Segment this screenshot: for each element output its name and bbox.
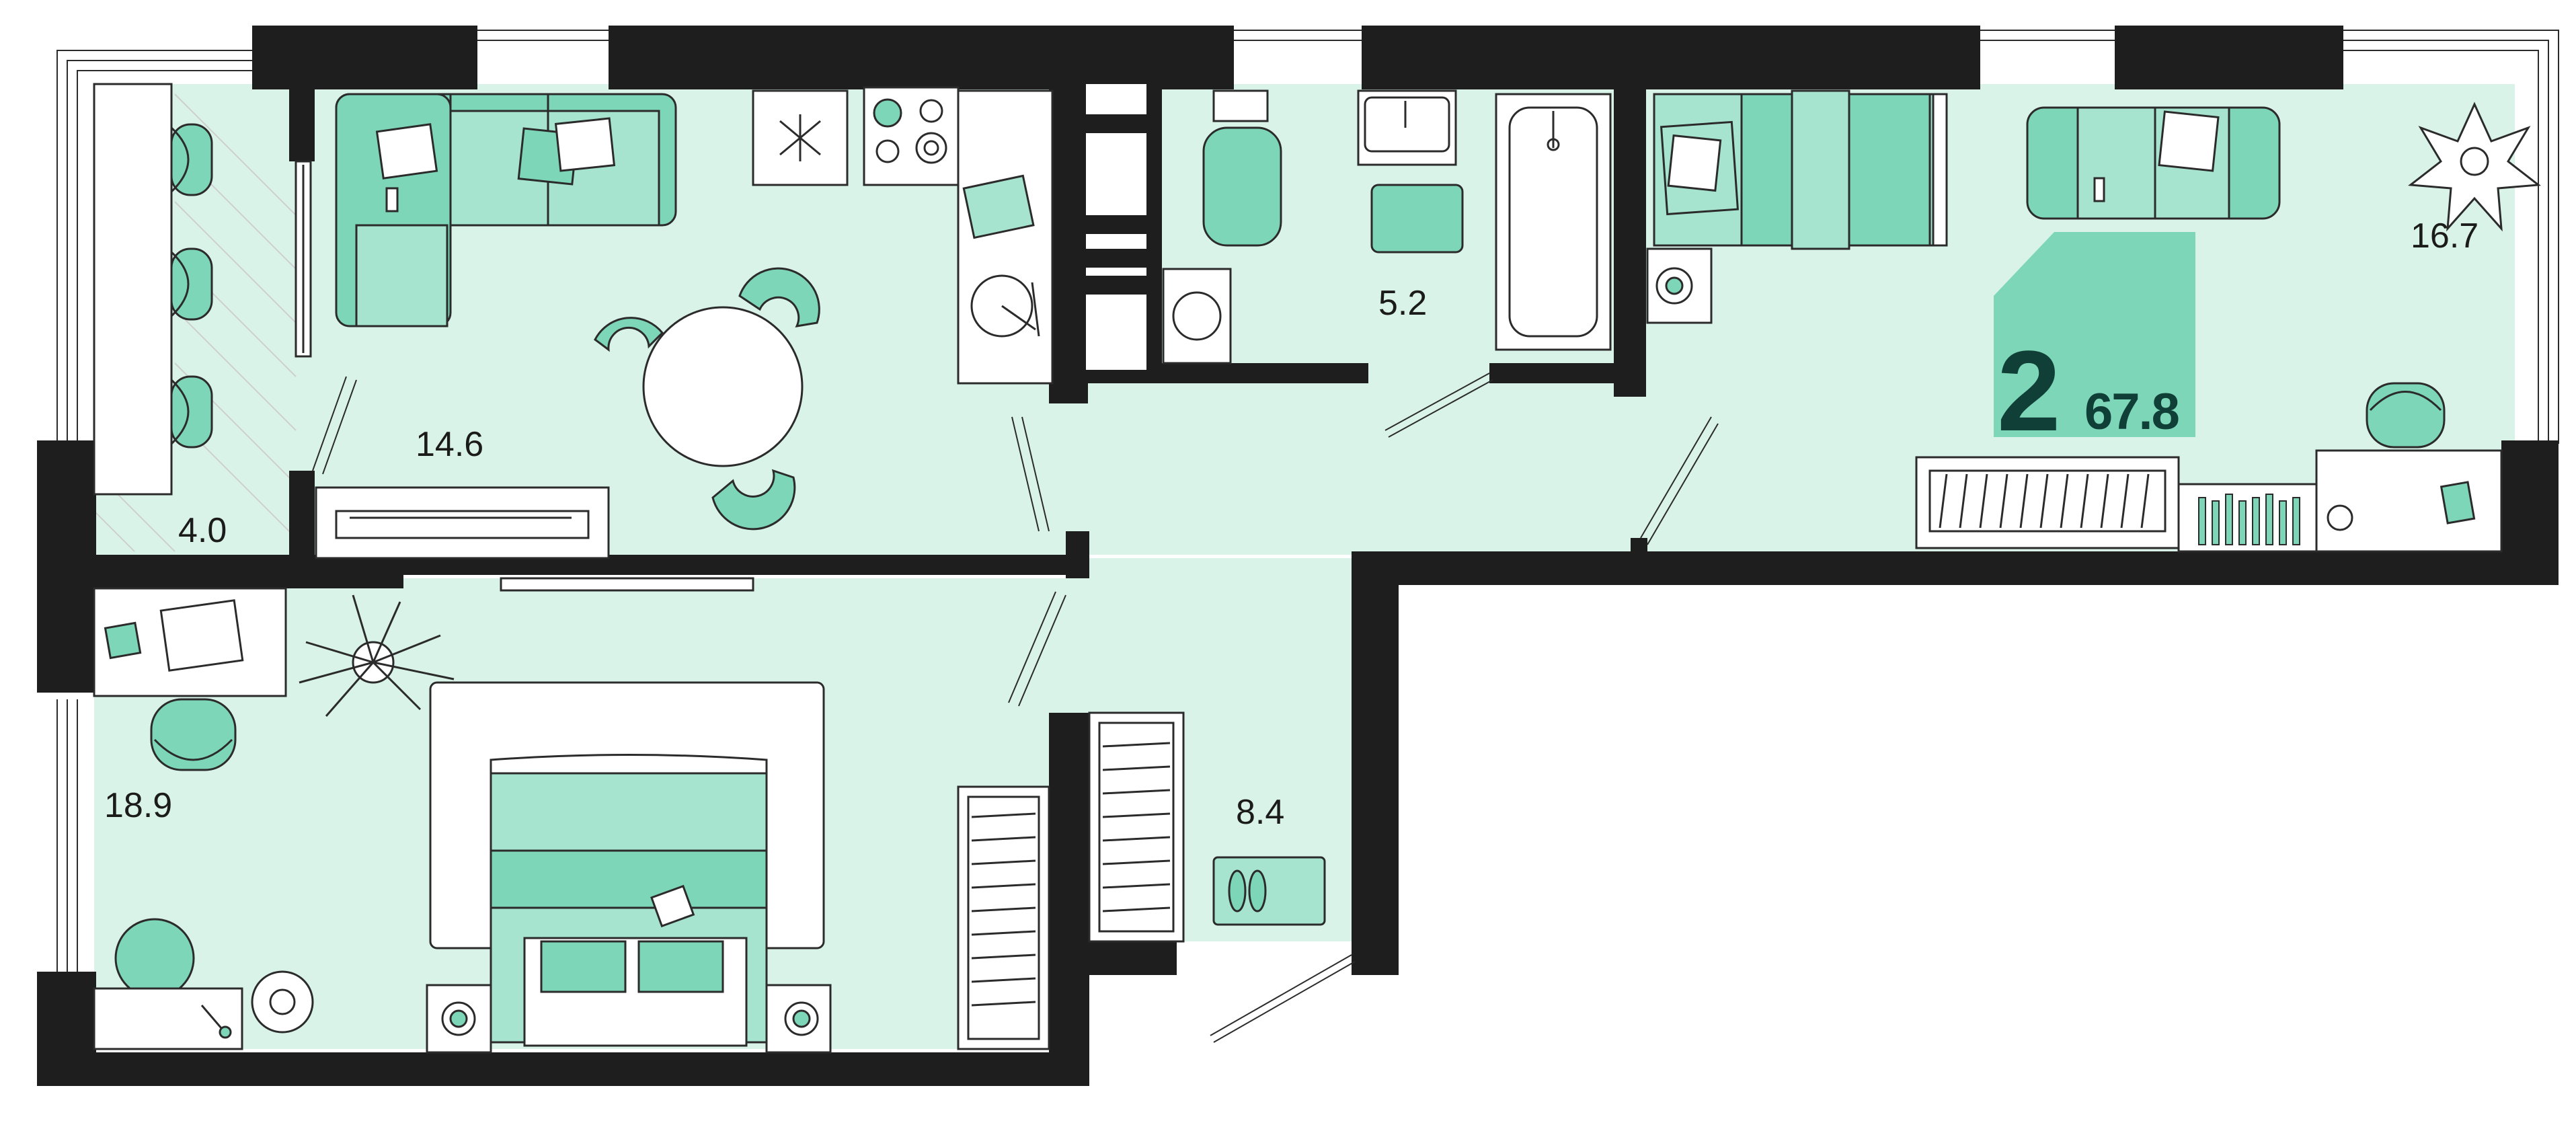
- balcony-area-label: 4.0: [178, 511, 227, 550]
- bathroom-door: [1384, 373, 1490, 431]
- wall-mid-1: [94, 555, 403, 588]
- slippers-icon: [1212, 856, 1326, 926]
- outer-frame: [56, 30, 2559, 975]
- desk-chair: [2366, 382, 2446, 449]
- bedroom-right-door: [1640, 416, 1712, 539]
- badge-shape: [1994, 232, 2195, 437]
- hallway: [1088, 711, 1356, 1043]
- bedroom-left: [93, 577, 1066, 1054]
- bedroom-right-area-label: 16.7: [2411, 217, 2479, 256]
- hallway-area-label: 8.4: [1236, 793, 1284, 832]
- bathroom-area-label: 5.2: [1378, 284, 1427, 323]
- desk-icon: [93, 587, 287, 697]
- wall-balcony-top: [289, 84, 315, 161]
- wall-bath-bottom-2: [1489, 363, 1624, 383]
- plant-icon: [299, 594, 455, 717]
- wall-kitchen-bath: [1049, 84, 1088, 403]
- badge-total-area: 67.8: [2084, 383, 2179, 440]
- plant-icon: [251, 970, 314, 1034]
- bed-icon: [429, 681, 825, 1047]
- wall-top-4: [2115, 26, 2343, 89]
- nightstand: [1646, 247, 1713, 324]
- kitchen-door: [1011, 416, 1040, 532]
- wall-balcony-bottom: [289, 471, 315, 561]
- toilet-icon: [1202, 89, 1282, 247]
- plant-icon: [2408, 102, 2541, 232]
- bookshelf: [2177, 483, 2318, 553]
- desk-icon: [2315, 449, 2503, 553]
- wall-top-1: [252, 26, 477, 89]
- dining-table-icon: [594, 267, 820, 531]
- kitchen-items: [962, 174, 1040, 338]
- radiator: [500, 577, 754, 592]
- vent-bar-2: [1086, 215, 1146, 234]
- wall-kitchen-stub: [1069, 363, 1086, 403]
- wall-right-bottom: [1365, 551, 2515, 585]
- wall-hall-bottom: [1076, 941, 1177, 975]
- sofa-icon: [335, 93, 677, 327]
- tv-stand: [315, 486, 610, 559]
- kitchen-living: [315, 86, 1054, 559]
- round-side-table: [93, 918, 243, 1050]
- washing-machine-icon: [1162, 268, 1232, 364]
- wall-left-mid: [37, 440, 96, 693]
- bedroom-left-area-label: 18.9: [104, 786, 172, 825]
- entrance-door: [1210, 954, 1352, 1036]
- bed-icon: [1653, 89, 1948, 250]
- bathtub-icon: [1495, 93, 1612, 351]
- wall-right-end: [2501, 440, 2559, 585]
- balcony-chair-2: [170, 247, 213, 321]
- wall-bath-right: [1614, 84, 1646, 397]
- wardrobe-icon: [1915, 456, 2180, 549]
- balcony: [93, 83, 357, 496]
- vent-bar-1: [1086, 114, 1146, 133]
- balcony-chair-1: [170, 123, 213, 196]
- badge-rooms: 2: [1997, 327, 2061, 455]
- bedroom-right: 2 67.8: [1640, 89, 2541, 553]
- wall-hall-right: [1352, 551, 1399, 975]
- vent-bar-3: [1086, 249, 1146, 268]
- walls: [37, 26, 2559, 1086]
- kitchen-living-area-label: 14.6: [416, 425, 483, 464]
- bath-mat: [1370, 184, 1464, 254]
- wardrobe-icon: [957, 785, 1050, 1050]
- wardrobe-icon: [1088, 711, 1185, 943]
- nightstand-left-2: [765, 984, 832, 1054]
- balcony-chair-3: [170, 375, 213, 449]
- stove-icon: [752, 86, 960, 186]
- nightstand-left-1: [426, 984, 492, 1054]
- wall-hall-left: [1049, 713, 1089, 1086]
- kitchen-counter: [957, 89, 1054, 385]
- sink-icon: [1357, 89, 1457, 166]
- wall-top-3: [1362, 26, 1980, 89]
- balcony-counter: [93, 83, 173, 496]
- wall-mid-stub: [1066, 531, 1089, 578]
- vent-bar-4: [1086, 276, 1146, 295]
- desk-chair-left: [150, 698, 237, 771]
- area-labels: 4.0 14.6 5.2 16.7 18.9 8.4: [104, 217, 2479, 832]
- bedroom-left-door: [1008, 591, 1056, 703]
- wall-top-2: [609, 26, 1234, 89]
- armchair-icon: [2026, 106, 2281, 220]
- apartment-badge: 2 67.8: [1994, 232, 2195, 455]
- wall-bottom: [37, 1052, 1089, 1086]
- bathroom: [1162, 89, 1612, 438]
